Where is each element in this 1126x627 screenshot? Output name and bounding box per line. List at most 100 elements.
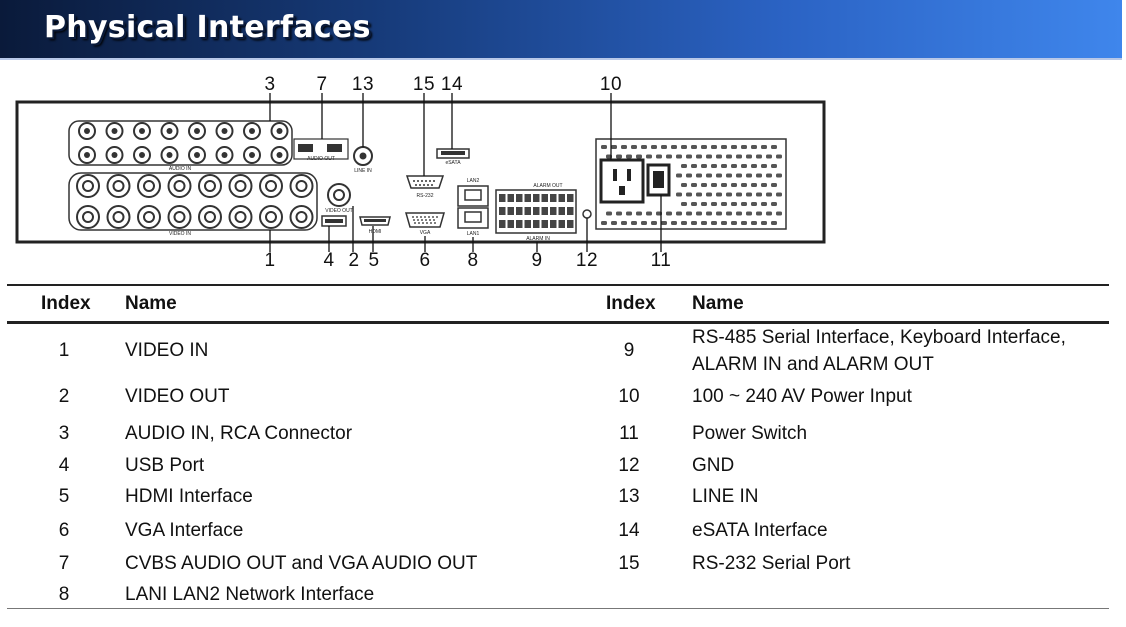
gnd-terminal — [582, 209, 592, 219]
vent-slot — [691, 145, 697, 149]
vent-slot — [726, 192, 732, 197]
bnc-jack — [198, 205, 222, 229]
vent-slot — [706, 173, 712, 178]
table-top-rule — [7, 284, 1109, 286]
vent-slot — [661, 145, 667, 149]
vent-slot — [746, 192, 752, 197]
row-index: 12 — [618, 455, 640, 476]
vent-slot — [661, 221, 667, 225]
terminal-screw — [558, 194, 565, 202]
vent-slot — [691, 202, 697, 206]
row-index: 5 — [58, 486, 70, 507]
vent-slot — [691, 183, 697, 187]
vent-slot — [751, 164, 757, 168]
terminal-screw — [533, 194, 540, 202]
terminal-screw — [499, 194, 506, 202]
vent-slot — [656, 154, 662, 159]
audio-jack — [160, 146, 179, 164]
row-name: AUDIO IN, RCA Connector — [125, 423, 353, 444]
vent-slot — [691, 164, 697, 168]
row-index: 13 — [618, 486, 640, 507]
vent-slot — [681, 164, 687, 168]
vent-slot — [666, 211, 672, 216]
vent-slot — [751, 221, 757, 225]
vent-slot — [676, 211, 682, 216]
vent-slot — [681, 145, 687, 149]
vent-slot — [706, 211, 712, 216]
vent-slot — [731, 202, 737, 206]
vent-slot — [721, 145, 727, 149]
vent-slot — [686, 211, 692, 216]
vent-slot — [771, 202, 777, 206]
vent-slot — [756, 173, 762, 178]
esata-port: eSATA — [436, 148, 470, 166]
bnc-jack — [137, 205, 161, 229]
audio-out-label: AUDIO OUT — [307, 156, 335, 162]
bnc-jack — [76, 174, 100, 198]
vent-slot — [756, 192, 762, 197]
vent-slot — [726, 154, 732, 159]
vent-slot — [671, 221, 677, 225]
header-index-left: Index — [41, 293, 91, 314]
vent-slot — [676, 192, 682, 197]
line-in-label: LINE IN — [354, 168, 372, 174]
vent-slot — [736, 173, 742, 178]
audio-jack — [133, 122, 151, 140]
vent-slot — [761, 221, 767, 225]
alarm-in-label: ALARM IN — [526, 236, 550, 242]
esata-label: eSATA — [445, 160, 461, 166]
vga-port: VGA — [405, 212, 445, 236]
callout-13: 13 — [352, 74, 374, 95]
callout-6: 6 — [419, 250, 430, 271]
header-name-right: Name — [692, 293, 744, 314]
terminal-screw — [541, 207, 548, 215]
vent-slot — [696, 173, 702, 178]
row-index: 15 — [618, 553, 640, 574]
vent-slot — [731, 145, 737, 149]
bnc-jack — [106, 174, 131, 198]
video-in-label: VIDEO IN — [169, 231, 191, 237]
rs232-port: RS-232 — [405, 175, 445, 199]
vent-slot — [666, 154, 672, 159]
vent-slot — [741, 164, 747, 168]
row-name: Power Switch — [692, 423, 808, 444]
vent-slot — [726, 211, 732, 216]
callout-14: 14 — [441, 74, 463, 95]
page-title: Physical Interfaces — [44, 10, 371, 45]
row-index: 8 — [58, 584, 70, 605]
vent-slot — [741, 202, 747, 206]
vent-slot — [716, 192, 722, 197]
vent-slot — [761, 202, 767, 206]
vent-slot — [696, 192, 702, 197]
callout-7: 7 — [316, 74, 327, 95]
video-out-label: VIDEO OUT — [325, 208, 353, 214]
terminal-screw — [524, 194, 531, 202]
vent-slot — [731, 221, 737, 225]
row-name: 100 ~ 240 AV Power Input — [692, 386, 912, 407]
row-name: LINE IN — [692, 486, 759, 507]
bnc-jack — [198, 174, 222, 198]
callout-15: 15 — [413, 74, 435, 95]
vent-slot — [776, 211, 782, 216]
vent-slot — [711, 221, 717, 225]
lan1-label: LAN1 — [467, 231, 480, 237]
callout-10: 10 — [600, 74, 622, 95]
audio-jack — [78, 146, 96, 164]
vent-slot — [776, 173, 782, 178]
terminal-screw — [550, 194, 557, 202]
bnc-jack — [137, 174, 161, 198]
bnc-jack — [228, 174, 253, 198]
table-bottom-rule — [7, 608, 1109, 609]
vent-slot — [771, 221, 777, 225]
vent-slot — [621, 145, 627, 149]
vent-slot — [721, 221, 727, 225]
vent-slot — [746, 154, 752, 159]
vent-slot — [771, 164, 777, 168]
vent-slot — [696, 211, 702, 216]
row-index: 3 — [58, 423, 70, 444]
audio-jack — [270, 122, 289, 140]
vent-slot — [611, 221, 617, 225]
vent-slot — [621, 221, 627, 225]
vent-slot — [686, 173, 692, 178]
vent-slot — [646, 211, 652, 216]
